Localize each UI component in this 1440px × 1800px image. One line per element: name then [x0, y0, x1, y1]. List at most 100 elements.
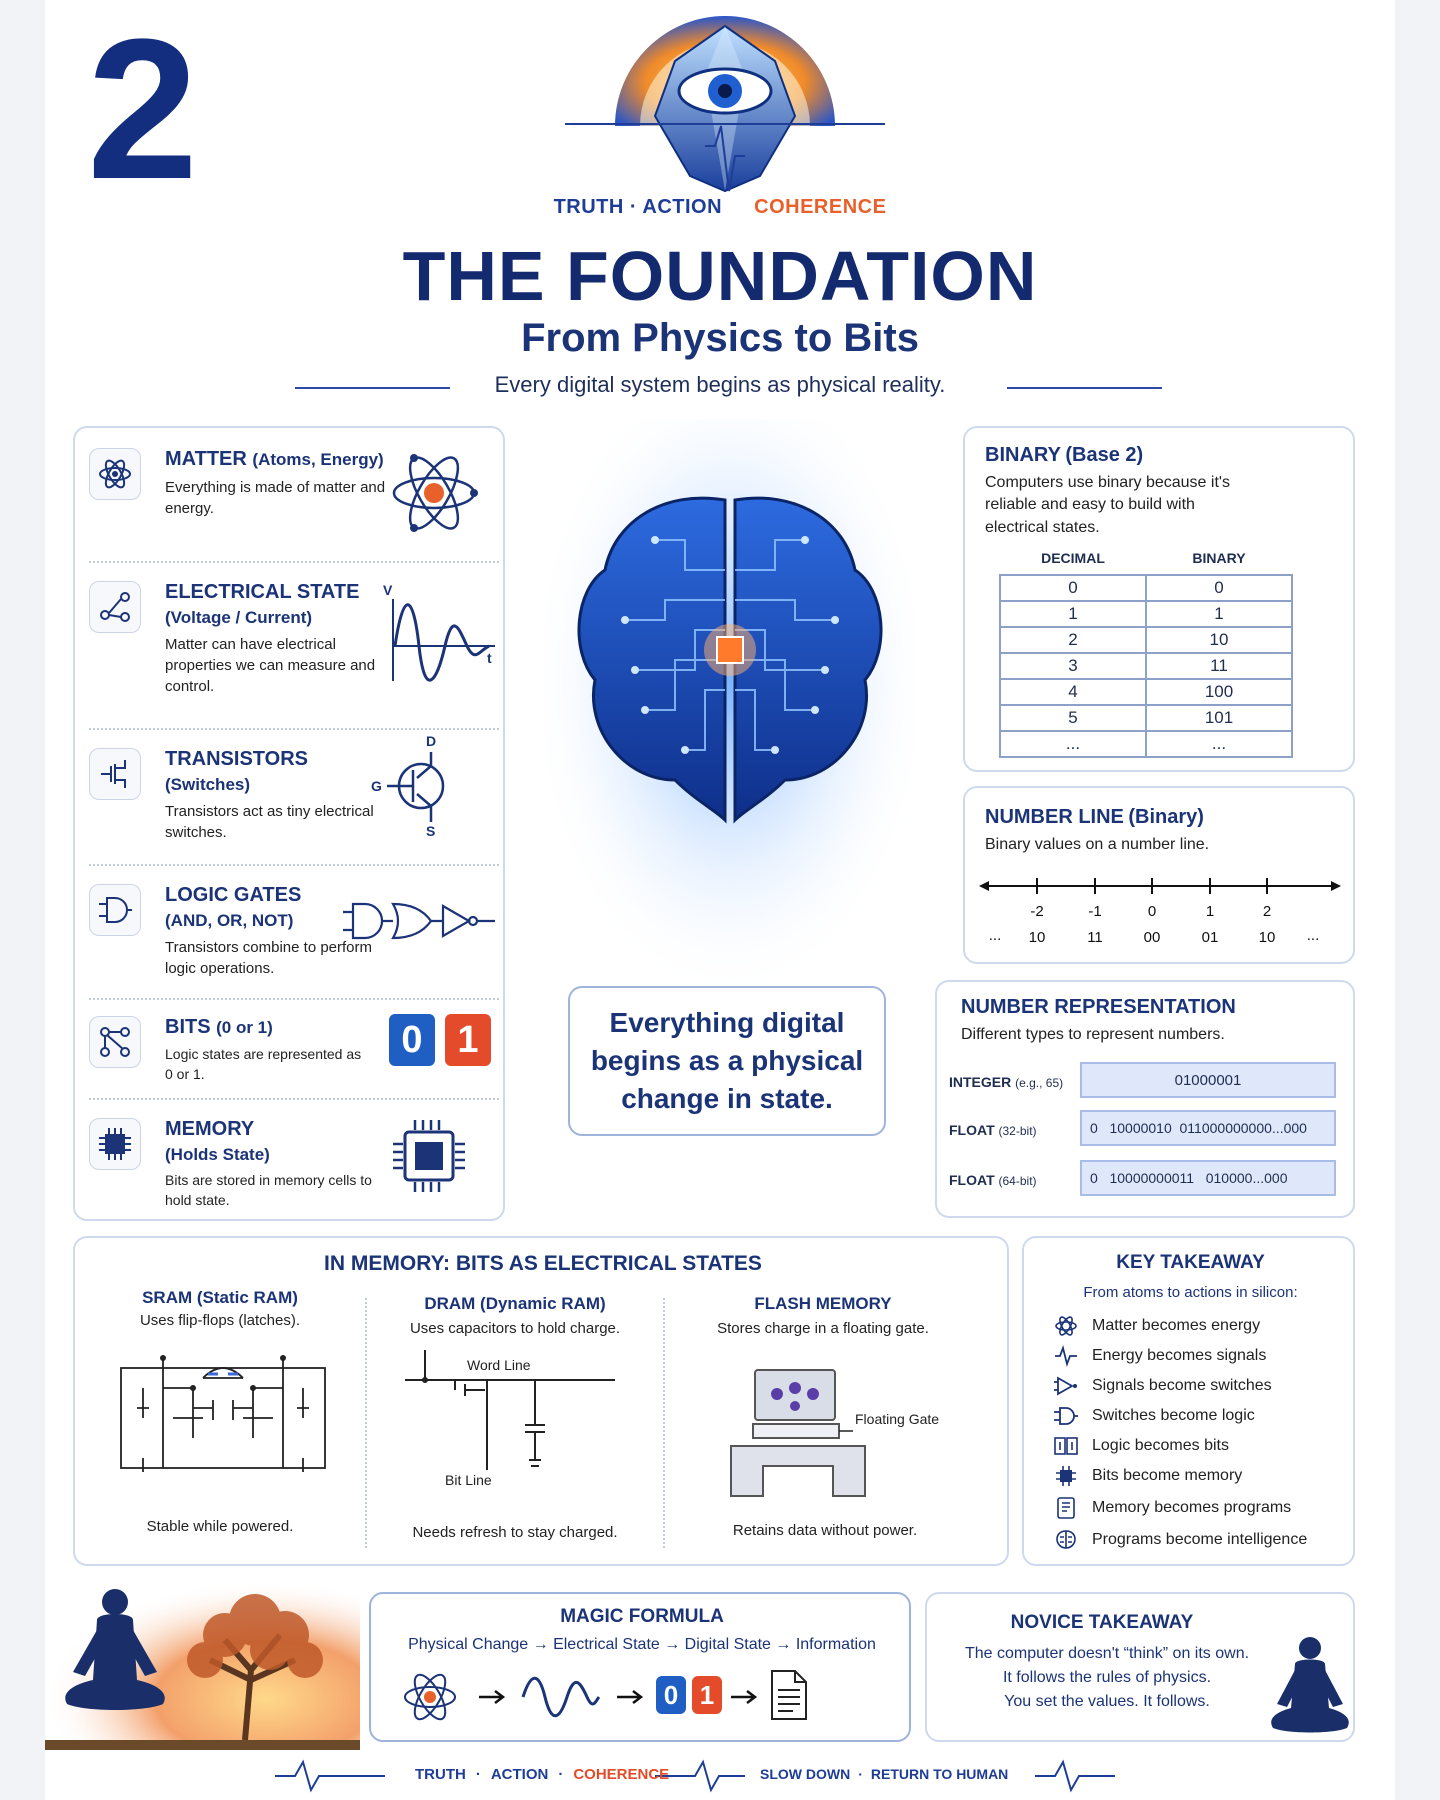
footer-dot: · — [475, 1766, 481, 1783]
table-cell: 2 — [999, 626, 1147, 654]
wave-icon — [1055, 1344, 1077, 1368]
number-representation-card: NUMBER REPRESENTATION Different types to… — [935, 980, 1355, 1218]
takeaway-text: Bits become memory — [1092, 1467, 1243, 1484]
integer-label: INTEGER — [949, 1074, 1012, 1090]
footer-dot: · — [858, 1766, 863, 1782]
dram-desc: Uses capacitors to hold charge. — [409, 1320, 621, 1337]
tick-label: 0 — [1148, 903, 1156, 920]
bit-one: 1 — [445, 1014, 491, 1066]
list-item: Logic becomes bits — [1054, 1434, 1229, 1458]
table-cell: ... — [999, 730, 1147, 758]
memory-title: MEMORY — [165, 1118, 255, 1140]
transistors-desc: Transistors act as tiny electrical switc… — [165, 803, 374, 841]
sram-column: SRAM (Static RAM) Uses flip-flops (latch… — [95, 1288, 345, 1329]
table-cell: 3 — [999, 652, 1147, 680]
transistor-icon — [89, 748, 141, 800]
sram-title: SRAM (Static RAM) — [142, 1288, 298, 1307]
takeaway-text: Logic becomes bits — [1092, 1437, 1229, 1454]
float64-value-box: 0 10000000011 010000...000 — [1080, 1160, 1336, 1196]
memory-section: MEMORY (Holds State) Bits are stored in … — [89, 1118, 489, 1218]
program-icon — [1057, 1497, 1075, 1519]
matter-desc: Everything is made of matter and energy. — [165, 479, 386, 517]
section-divider — [89, 728, 499, 730]
footer-tagline: SLOW DOWN · RETURN TO HUMAN — [760, 1766, 1008, 1782]
binary-number-line: -2 -1 0 1 2 ... 10 11 00 01 10 ... — [979, 878, 1341, 946]
word-line-label: Word Line — [467, 1357, 531, 1373]
magic-formula-card: MAGIC FORMULA Physical Change → Electric… — [369, 1592, 911, 1742]
and-gate-icon — [89, 884, 141, 936]
footer-heartbeat-lines — [275, 1759, 1115, 1793]
logic-gates-section: LOGIC GATES (AND, OR, NOT) Transistors c… — [89, 884, 495, 994]
column-divider — [365, 1298, 367, 1548]
bit-one: 1 — [692, 1676, 722, 1714]
footer-slow-down: SLOW DOWN — [760, 1766, 851, 1782]
axis-t-label: t — [487, 650, 492, 666]
table-cell: 101 — [1145, 704, 1293, 732]
page-subtitle: From Physics to Bits — [521, 316, 919, 360]
flash-desc: Stores charge in a floating gate. — [717, 1320, 929, 1337]
brand-truth: TRUTH — [553, 196, 624, 218]
memory-desc: Bits are stored in memory cells to hold … — [165, 1172, 372, 1208]
float64-label: FLOAT — [949, 1172, 995, 1188]
footer-dot: · — [558, 1766, 564, 1783]
footer-coherence: COHERENCE — [573, 1766, 670, 1783]
brand-tagline: TRUTH · ACTION COHERENCE — [45, 196, 1395, 219]
gates-chain-icon — [343, 902, 495, 940]
bit-zero: 0 — [656, 1676, 686, 1714]
page-number: 2 — [87, 0, 199, 221]
arrow-right-icon — [731, 1690, 758, 1704]
takeaway-text: Signals become switches — [1092, 1377, 1272, 1394]
memory-chip-illustration — [393, 1120, 465, 1192]
number-rep-title: NUMBER REPRESENTATION — [961, 996, 1236, 1018]
list-item: Signals become switches — [1054, 1374, 1272, 1398]
table-cell: ... — [1145, 730, 1293, 758]
bit-line-label: Bit Line — [445, 1472, 492, 1488]
bits-icon — [1054, 1437, 1078, 1455]
meditator-figure — [1271, 1637, 1349, 1733]
page-title: THE FOUNDATION — [402, 237, 1038, 315]
table-cell: 0 — [1145, 574, 1293, 602]
circuit-nodes-icon — [89, 581, 141, 633]
table-cell: 1 — [1145, 600, 1293, 628]
intro-rule-left — [295, 387, 450, 389]
gate-label: G — [371, 778, 382, 794]
bits-paren: (0 or 1) — [216, 1018, 273, 1037]
float32-label: FLOAT — [949, 1122, 995, 1138]
electrical-subtitle: (Voltage / Current) — [165, 608, 313, 627]
brand-separator: · — [629, 196, 638, 218]
takeaway-text: Switches become logic — [1092, 1407, 1255, 1424]
electrical-state-section: ELECTRICAL STATE (Voltage / Current) Mat… — [89, 581, 495, 711]
binary-paren: (Base 2) — [1065, 444, 1144, 466]
dram-circuit-diagram: Word Line Bit Line — [405, 1350, 615, 1488]
intro-text: Every digital system begins as physical … — [494, 372, 946, 397]
ellipsis-right: ... — [1307, 927, 1320, 944]
center-callout-box: Everything digital begins as a physical … — [568, 986, 886, 1136]
binary-tick-label: 10 — [1029, 929, 1046, 946]
tick-label: -2 — [1030, 903, 1043, 920]
arrow-right-icon — [479, 1690, 506, 1704]
takeaway-text: Matter becomes energy — [1092, 1317, 1261, 1334]
float32-value-box: 0 10000010 011000000000...000 — [1080, 1110, 1336, 1146]
atom-icon — [89, 448, 141, 500]
matter-title: MATTER — [165, 448, 247, 470]
magic-formula-steps: Physical Change → Electrical State → Dig… — [408, 1636, 876, 1653]
binary-title: BINARY — [985, 444, 1061, 466]
key-takeaway-title: KEY TAKEAWAY — [1116, 1252, 1265, 1273]
source-label: S — [426, 823, 435, 839]
meditation-tree-illustration — [45, 1580, 360, 1750]
intro-rule-right — [1007, 387, 1162, 389]
bit-boxes: 0 1 — [656, 1676, 722, 1714]
infographic-page: 2 TRUTH · ACTION COHERENCE THE FOUNDATIO… — [45, 0, 1395, 1800]
binary-tick-label: 11 — [1087, 929, 1103, 946]
electrical-title: ELECTRICAL STATE — [165, 581, 360, 603]
transistor-symbol: D G S — [371, 733, 445, 839]
novice-line: The computer doesn't “think” on its own. — [964, 1645, 1250, 1662]
table-cell: 1 — [999, 600, 1147, 628]
footer-truth: TRUTH — [415, 1766, 466, 1783]
list-item: Switches become logic — [1054, 1404, 1255, 1428]
number-line-card: NUMBER LINE (Binary) Binary values on a … — [963, 786, 1355, 964]
binary-tick-label: 10 — [1259, 929, 1276, 946]
